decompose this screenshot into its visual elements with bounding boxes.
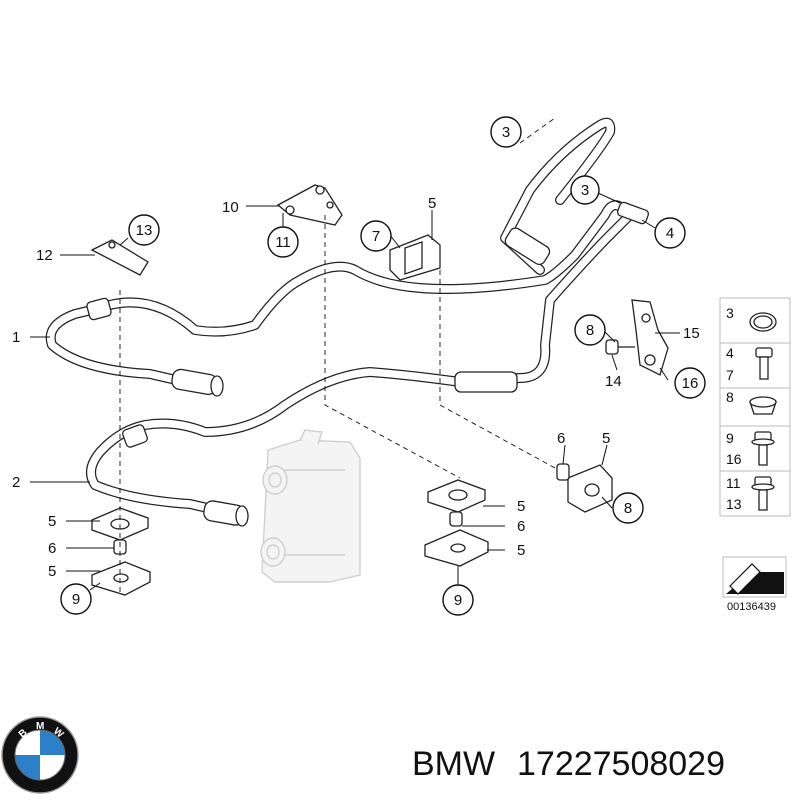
svg-text:8: 8 bbox=[624, 500, 632, 517]
svg-text:5: 5 bbox=[517, 542, 525, 559]
bracket-15-16 bbox=[605, 299, 669, 376]
callout-6-right: 6 bbox=[557, 430, 565, 447]
reference-mark: 00136439 bbox=[722, 556, 787, 613]
callout-6-left: 6 bbox=[48, 540, 56, 557]
bracket-12-13 bbox=[90, 239, 149, 276]
svg-text:13: 13 bbox=[136, 222, 153, 239]
callout-9-left: 9 bbox=[60, 583, 92, 615]
svg-text:8: 8 bbox=[586, 322, 594, 339]
callout-2: 2 bbox=[12, 474, 20, 491]
legend-item: 7 bbox=[726, 367, 734, 383]
svg-text:3: 3 bbox=[581, 182, 589, 199]
flange-bolt-icon bbox=[751, 431, 775, 466]
svg-text:1: 1 bbox=[12, 329, 20, 346]
callout-11: 11 bbox=[267, 226, 299, 258]
svg-text:2: 2 bbox=[12, 474, 20, 491]
bushing-icon bbox=[749, 396, 777, 415]
oil-cooler bbox=[260, 429, 361, 583]
svg-text:12: 12 bbox=[36, 247, 53, 264]
hex-bolt-icon bbox=[751, 476, 775, 511]
callout-10: 10 bbox=[222, 199, 239, 216]
legend-item: 8 bbox=[726, 389, 734, 405]
svg-text:4: 4 bbox=[666, 225, 674, 242]
clip-stack-middle bbox=[424, 479, 489, 567]
callout-5-left-top: 5 bbox=[48, 513, 56, 530]
svg-text:14: 14 bbox=[605, 373, 622, 390]
logo-blue-quadrant-1 bbox=[40, 730, 65, 755]
callout-15: 15 bbox=[683, 325, 700, 342]
svg-text:9: 9 bbox=[72, 591, 80, 608]
callout-5-mid-bottom: 5 bbox=[517, 542, 525, 559]
svg-text:5: 5 bbox=[48, 563, 56, 580]
svg-text:M: M bbox=[36, 721, 44, 732]
callout-1: 1 bbox=[12, 329, 20, 346]
svg-text:6: 6 bbox=[517, 518, 525, 535]
reference-code: 00136439 bbox=[727, 601, 776, 613]
svg-text:16: 16 bbox=[682, 375, 699, 392]
callout-5-right: 5 bbox=[602, 430, 610, 447]
svg-text:9: 9 bbox=[454, 592, 462, 609]
callout-4: 4 bbox=[654, 217, 686, 249]
callout-8-bottom: 8 bbox=[612, 492, 644, 524]
legend-item: 3 bbox=[726, 305, 734, 321]
hose-line-1 bbox=[45, 200, 645, 387]
product-caption: BMW 17227508029 bbox=[412, 745, 725, 783]
callout-6-mid: 6 bbox=[517, 518, 525, 535]
leader-lines bbox=[30, 192, 680, 591]
bracket-10-11 bbox=[276, 184, 343, 226]
svg-text:3: 3 bbox=[502, 124, 510, 141]
callout-5-mid-top: 5 bbox=[517, 498, 525, 515]
svg-text:6: 6 bbox=[48, 540, 56, 557]
callout-5-clip7: 5 bbox=[428, 195, 436, 212]
hardware-legend: 3 4 7 8 9 16 11 13 bbox=[719, 297, 791, 517]
legend-item: 16 bbox=[726, 451, 742, 467]
callout-16: 16 bbox=[674, 367, 706, 399]
callout-14: 14 bbox=[605, 373, 622, 390]
callout-7: 7 bbox=[360, 220, 392, 252]
svg-text:11: 11 bbox=[275, 234, 291, 251]
hose-line-2 bbox=[86, 210, 635, 517]
svg-text:5: 5 bbox=[602, 430, 610, 447]
legend-item: 9 bbox=[726, 430, 734, 446]
logo-blue-quadrant-2 bbox=[15, 755, 40, 780]
clip-stack-left bbox=[91, 507, 151, 596]
svg-text:5: 5 bbox=[48, 513, 56, 530]
bmw-logo: B M W bbox=[1, 716, 79, 794]
callout-8-top: 8 bbox=[574, 314, 606, 346]
callout-3-right: 3 bbox=[570, 175, 600, 205]
clip-6-5-8-right bbox=[556, 463, 613, 513]
svg-text:7: 7 bbox=[372, 228, 380, 245]
svg-text:6: 6 bbox=[557, 430, 565, 447]
svg-text:10: 10 bbox=[222, 199, 239, 216]
clip-5-7 bbox=[389, 234, 441, 281]
legend-item: 11 bbox=[726, 475, 741, 491]
hose-line-3 bbox=[500, 117, 616, 275]
callout-3-top: 3 bbox=[490, 116, 522, 148]
callout-13: 13 bbox=[128, 214, 160, 246]
bolt-icon bbox=[755, 347, 773, 380]
brand-name: BMW bbox=[412, 745, 495, 783]
callout-5-left-bottom: 5 bbox=[48, 563, 56, 580]
callout-9-mid: 9 bbox=[442, 584, 474, 616]
legend-item: 4 bbox=[726, 345, 734, 361]
svg-text:5: 5 bbox=[428, 195, 436, 212]
svg-text:5: 5 bbox=[517, 498, 525, 515]
callout-12: 12 bbox=[36, 247, 53, 264]
part-number: 17227508029 bbox=[517, 745, 725, 783]
hose-fittings bbox=[86, 201, 650, 527]
legend-item: 13 bbox=[726, 496, 742, 512]
svg-text:15: 15 bbox=[683, 325, 700, 342]
